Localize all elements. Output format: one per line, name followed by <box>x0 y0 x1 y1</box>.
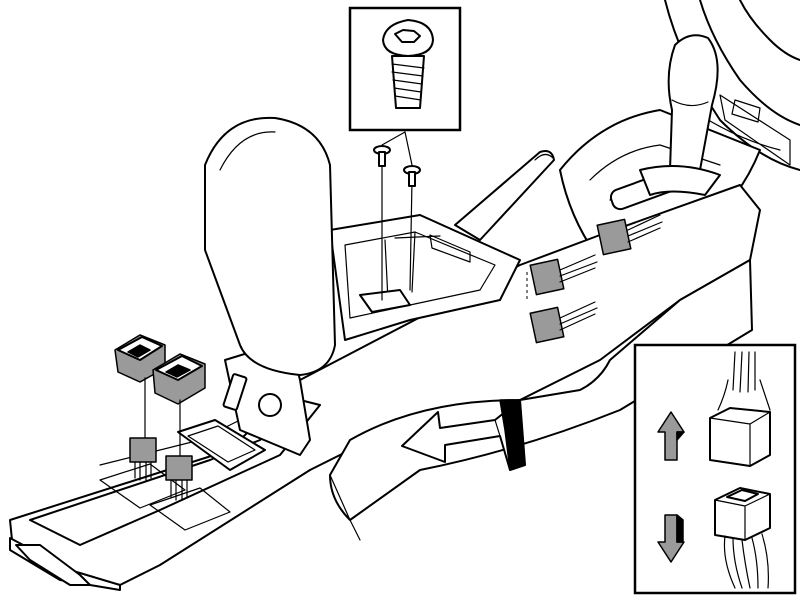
rear-connectors <box>526 214 663 344</box>
down-arrow-icon <box>657 514 685 563</box>
upper-connector-icon <box>709 407 771 467</box>
storage-compartment <box>329 214 521 341</box>
connector-icon <box>129 437 157 481</box>
screw-icon <box>373 145 391 167</box>
window-switch-left <box>114 334 166 481</box>
handbrake-lever <box>454 150 555 241</box>
up-arrow-icon <box>657 411 685 461</box>
connector-icon <box>165 455 193 501</box>
connector-icon <box>596 214 663 256</box>
armrest <box>204 116 336 376</box>
screw-detail-inset <box>348 6 462 132</box>
connector-detail-inset <box>633 343 797 595</box>
lower-connector-icon <box>714 487 771 541</box>
screw-large-icon <box>382 19 434 109</box>
window-switch-right <box>152 353 206 501</box>
inset-leader-line <box>381 131 406 146</box>
dashboard-background <box>664 0 800 171</box>
screw-icon <box>403 165 421 187</box>
connector-icon <box>526 254 598 300</box>
inset-leader-line <box>404 131 413 166</box>
removal-arrow-icon <box>401 399 526 471</box>
screw-guide-line <box>409 179 413 291</box>
round-knob-icon <box>258 393 282 417</box>
connector-icon <box>529 301 598 344</box>
rocker-switch-icon <box>222 373 248 411</box>
screws <box>373 131 421 301</box>
